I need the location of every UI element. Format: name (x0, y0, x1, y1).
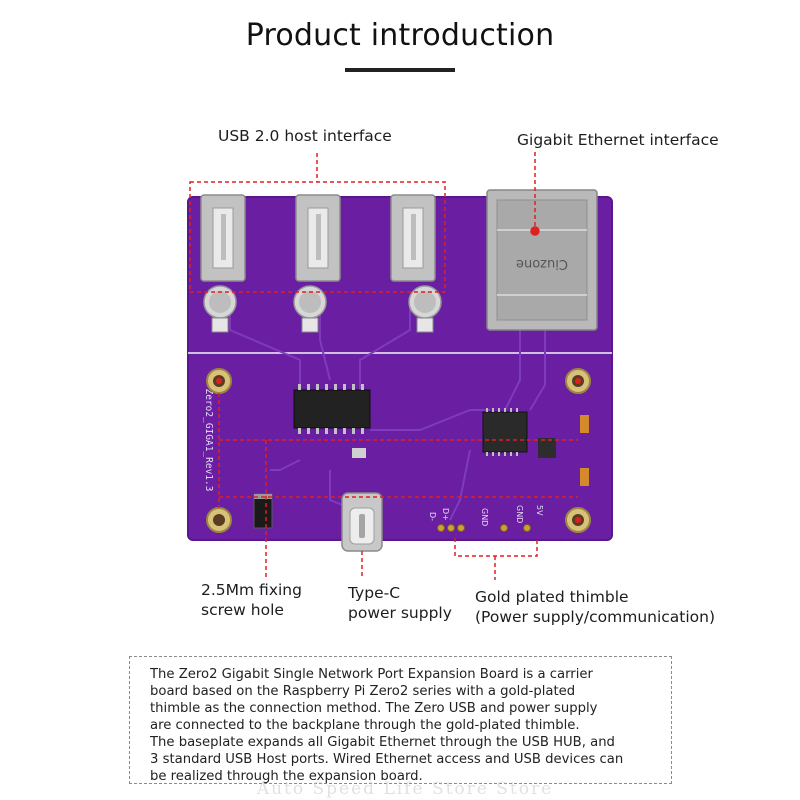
label-type-c-line-2: power supply (348, 604, 452, 622)
pin-label-dminus: D- (428, 512, 437, 521)
pin-label-5v: 5V (535, 505, 544, 516)
annotation-screw-dots (216, 378, 581, 523)
usb-port-2 (295, 194, 341, 282)
pin-label-gnd-1: GND (515, 505, 524, 523)
label-ethernet: Gigabit Ethernet interface (517, 131, 719, 149)
pin-label-gnd-2: GND (480, 508, 489, 526)
capacitor-3 (408, 285, 442, 333)
pin-label-dplus: D+ (441, 508, 450, 521)
title-underline (345, 68, 455, 72)
description-line: be realized through the expansion board. (150, 769, 423, 784)
label-screw-hole-line-1: 2.5Mm fixing (201, 581, 302, 599)
rj45-ethernet-jack: Ciuzone (486, 189, 598, 331)
pin-labels: 5V GND GND D+ D- (428, 505, 544, 526)
description-line: thimble as the connection method. The Ze… (150, 701, 598, 716)
label-usb-host: USB 2.0 host interface (218, 127, 392, 145)
usb-port-3 (390, 194, 436, 282)
label-screw-hole: 2.5Mm fixing screw hole (201, 580, 302, 620)
description-box: The Zero2 Gigabit Single Network Port Ex… (129, 656, 672, 784)
label-screw-hole-line-2: screw hole (201, 601, 284, 619)
description-line: The baseplate expands all Gigabit Ethern… (150, 735, 615, 750)
gold-thimble-pins (437, 524, 531, 532)
annotation-usb (189, 153, 446, 293)
ethernet-controller-chip (482, 411, 528, 453)
rj45-brand-text: Ciuzone (516, 256, 568, 271)
board-silkscreen-name: Zero2_GIGA1_Rev1.3 (203, 389, 214, 492)
page-title: Product introduction (245, 18, 555, 53)
annotation-ethernet (530, 152, 540, 236)
usb-hub-chip (293, 389, 371, 429)
description-line: 3 standard USB Host ports. Wired Etherne… (150, 752, 624, 767)
usb-port-1 (200, 194, 246, 282)
label-thimble-line-1: Gold plated thimble (475, 588, 629, 606)
label-type-c: Type-C power supply (348, 583, 452, 623)
capacitor-1 (203, 285, 237, 333)
watermark: Auto Speed Life Store Store (256, 779, 554, 799)
description-line: are connected to the backplane through t… (150, 718, 580, 733)
label-type-c-line-1: Type-C (348, 584, 401, 602)
orange-component-2 (580, 468, 589, 486)
screw-hole-bottom-left (206, 507, 232, 533)
annotation-screw (218, 393, 578, 578)
diode (253, 493, 273, 529)
annotation-thimble (454, 538, 538, 580)
description-line: board based on the Raspberry Pi Zero2 se… (150, 684, 576, 699)
board-diagram: Ciuzone Zero2_GIGA1_Rev1.3 (187, 152, 613, 580)
label-thimble: Gold plated thimble (Power supply/commun… (475, 587, 715, 627)
smd-component (538, 438, 556, 458)
type-c-port (341, 492, 383, 552)
crystal-oscillator (352, 448, 366, 458)
label-thimble-line-2: (Power supply/communication) (475, 608, 716, 626)
ethernet-chip-pins (486, 408, 518, 456)
usb-hub-chip-pins (298, 384, 364, 434)
screw-hole-bottom-right (565, 507, 591, 533)
capacitor-2 (293, 285, 327, 333)
orange-component-1 (580, 415, 589, 433)
description-line: The Zero2 Gigabit Single Network Port Ex… (150, 667, 593, 682)
